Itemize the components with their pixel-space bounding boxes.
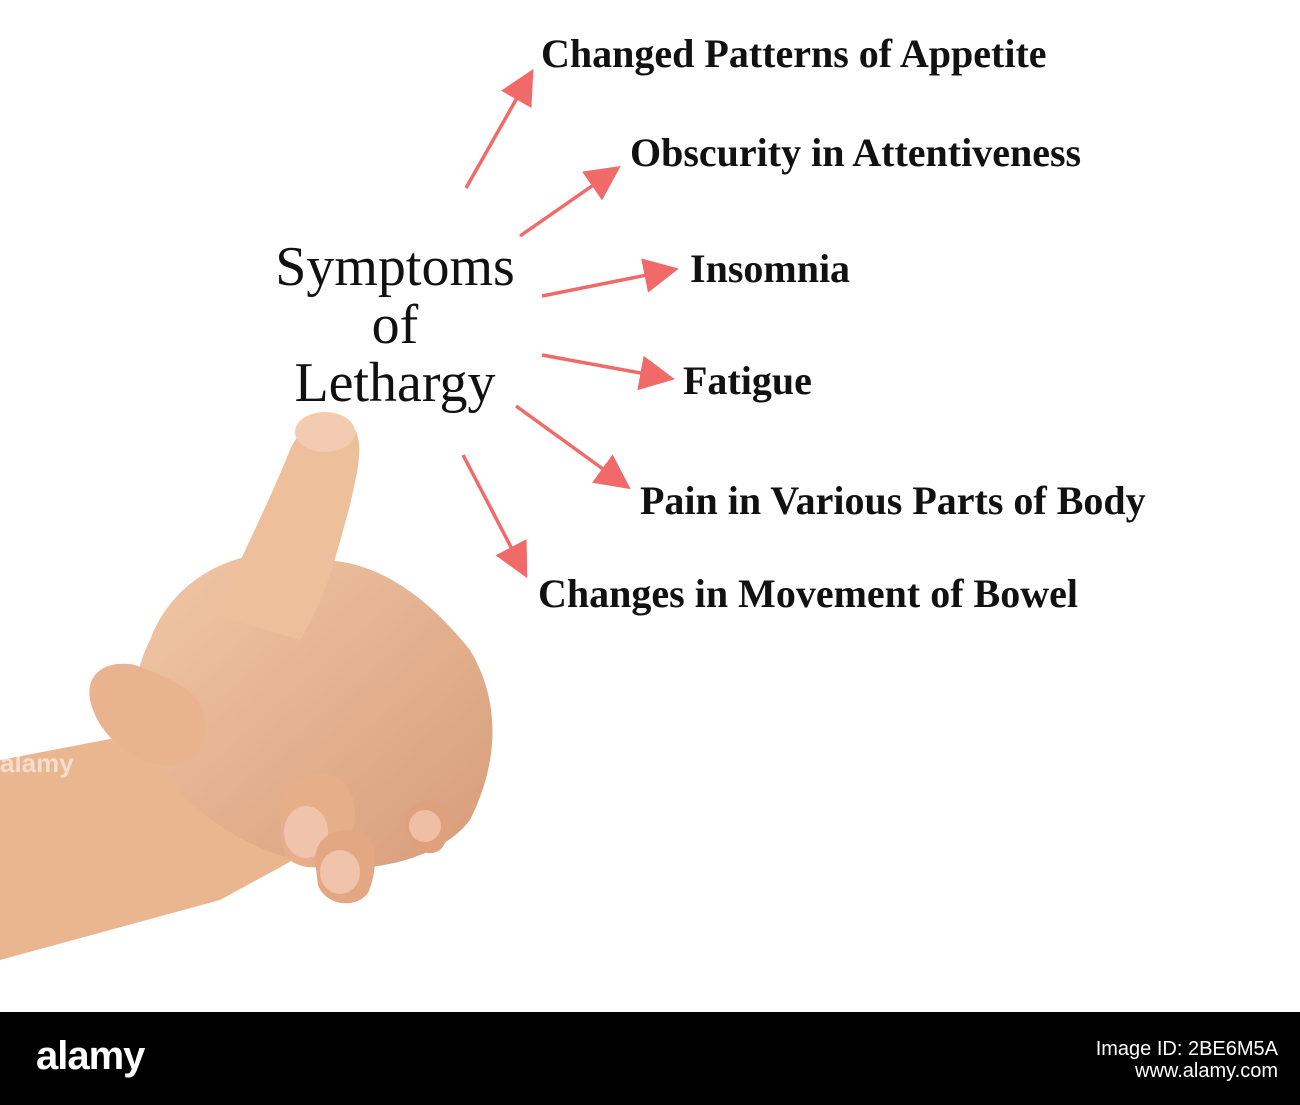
- arrow-to-fatigue: [541, 353, 675, 391]
- arrow-to-appetite: [464, 68, 534, 189]
- image-id-label: Image ID: 2BE6M5A: [1095, 1038, 1278, 1060]
- footer-url: www.alamy.com: [1135, 1060, 1278, 1082]
- symptom-attentiveness: Obscurity in Attentiveness: [630, 130, 1082, 175]
- symptom-fatigue: Fatigue: [683, 358, 812, 403]
- title-line-1: Symptoms: [275, 236, 515, 298]
- footer-bar: alamy Image ID: 2BE6M5A www.alamy.com: [0, 1012, 1300, 1105]
- arrow-to-bowel: [461, 454, 528, 579]
- symptom-appetite: Changed Patterns of Appetite: [541, 31, 1047, 76]
- title-line-2: of: [371, 294, 419, 356]
- diagram-title: Symptoms of Lethargy: [230, 238, 560, 412]
- symptom-pain: Pain in Various Parts of Body: [640, 478, 1146, 523]
- title-line-3: Lethargy: [294, 352, 496, 414]
- diagram-canvas: Symptoms of Lethargy Changed Patterns of…: [0, 31, 1146, 960]
- arrow-to-attentiveness: [519, 166, 621, 238]
- footer-image-info: Image ID: 2BE6M5A www.alamy.com: [1096, 1038, 1278, 1082]
- pointing-hand-image: [0, 412, 493, 960]
- arrows-layer: [461, 68, 679, 579]
- arrow-to-pain: [514, 404, 631, 490]
- arrow-to-insomnia: [541, 258, 679, 298]
- footer-logo: alamy: [36, 1034, 145, 1078]
- symptom-insomnia: Insomnia: [690, 246, 851, 291]
- symptom-bowel: Changes in Movement of Bowel: [538, 571, 1078, 616]
- watermark-text: alamy: [0, 748, 74, 778]
